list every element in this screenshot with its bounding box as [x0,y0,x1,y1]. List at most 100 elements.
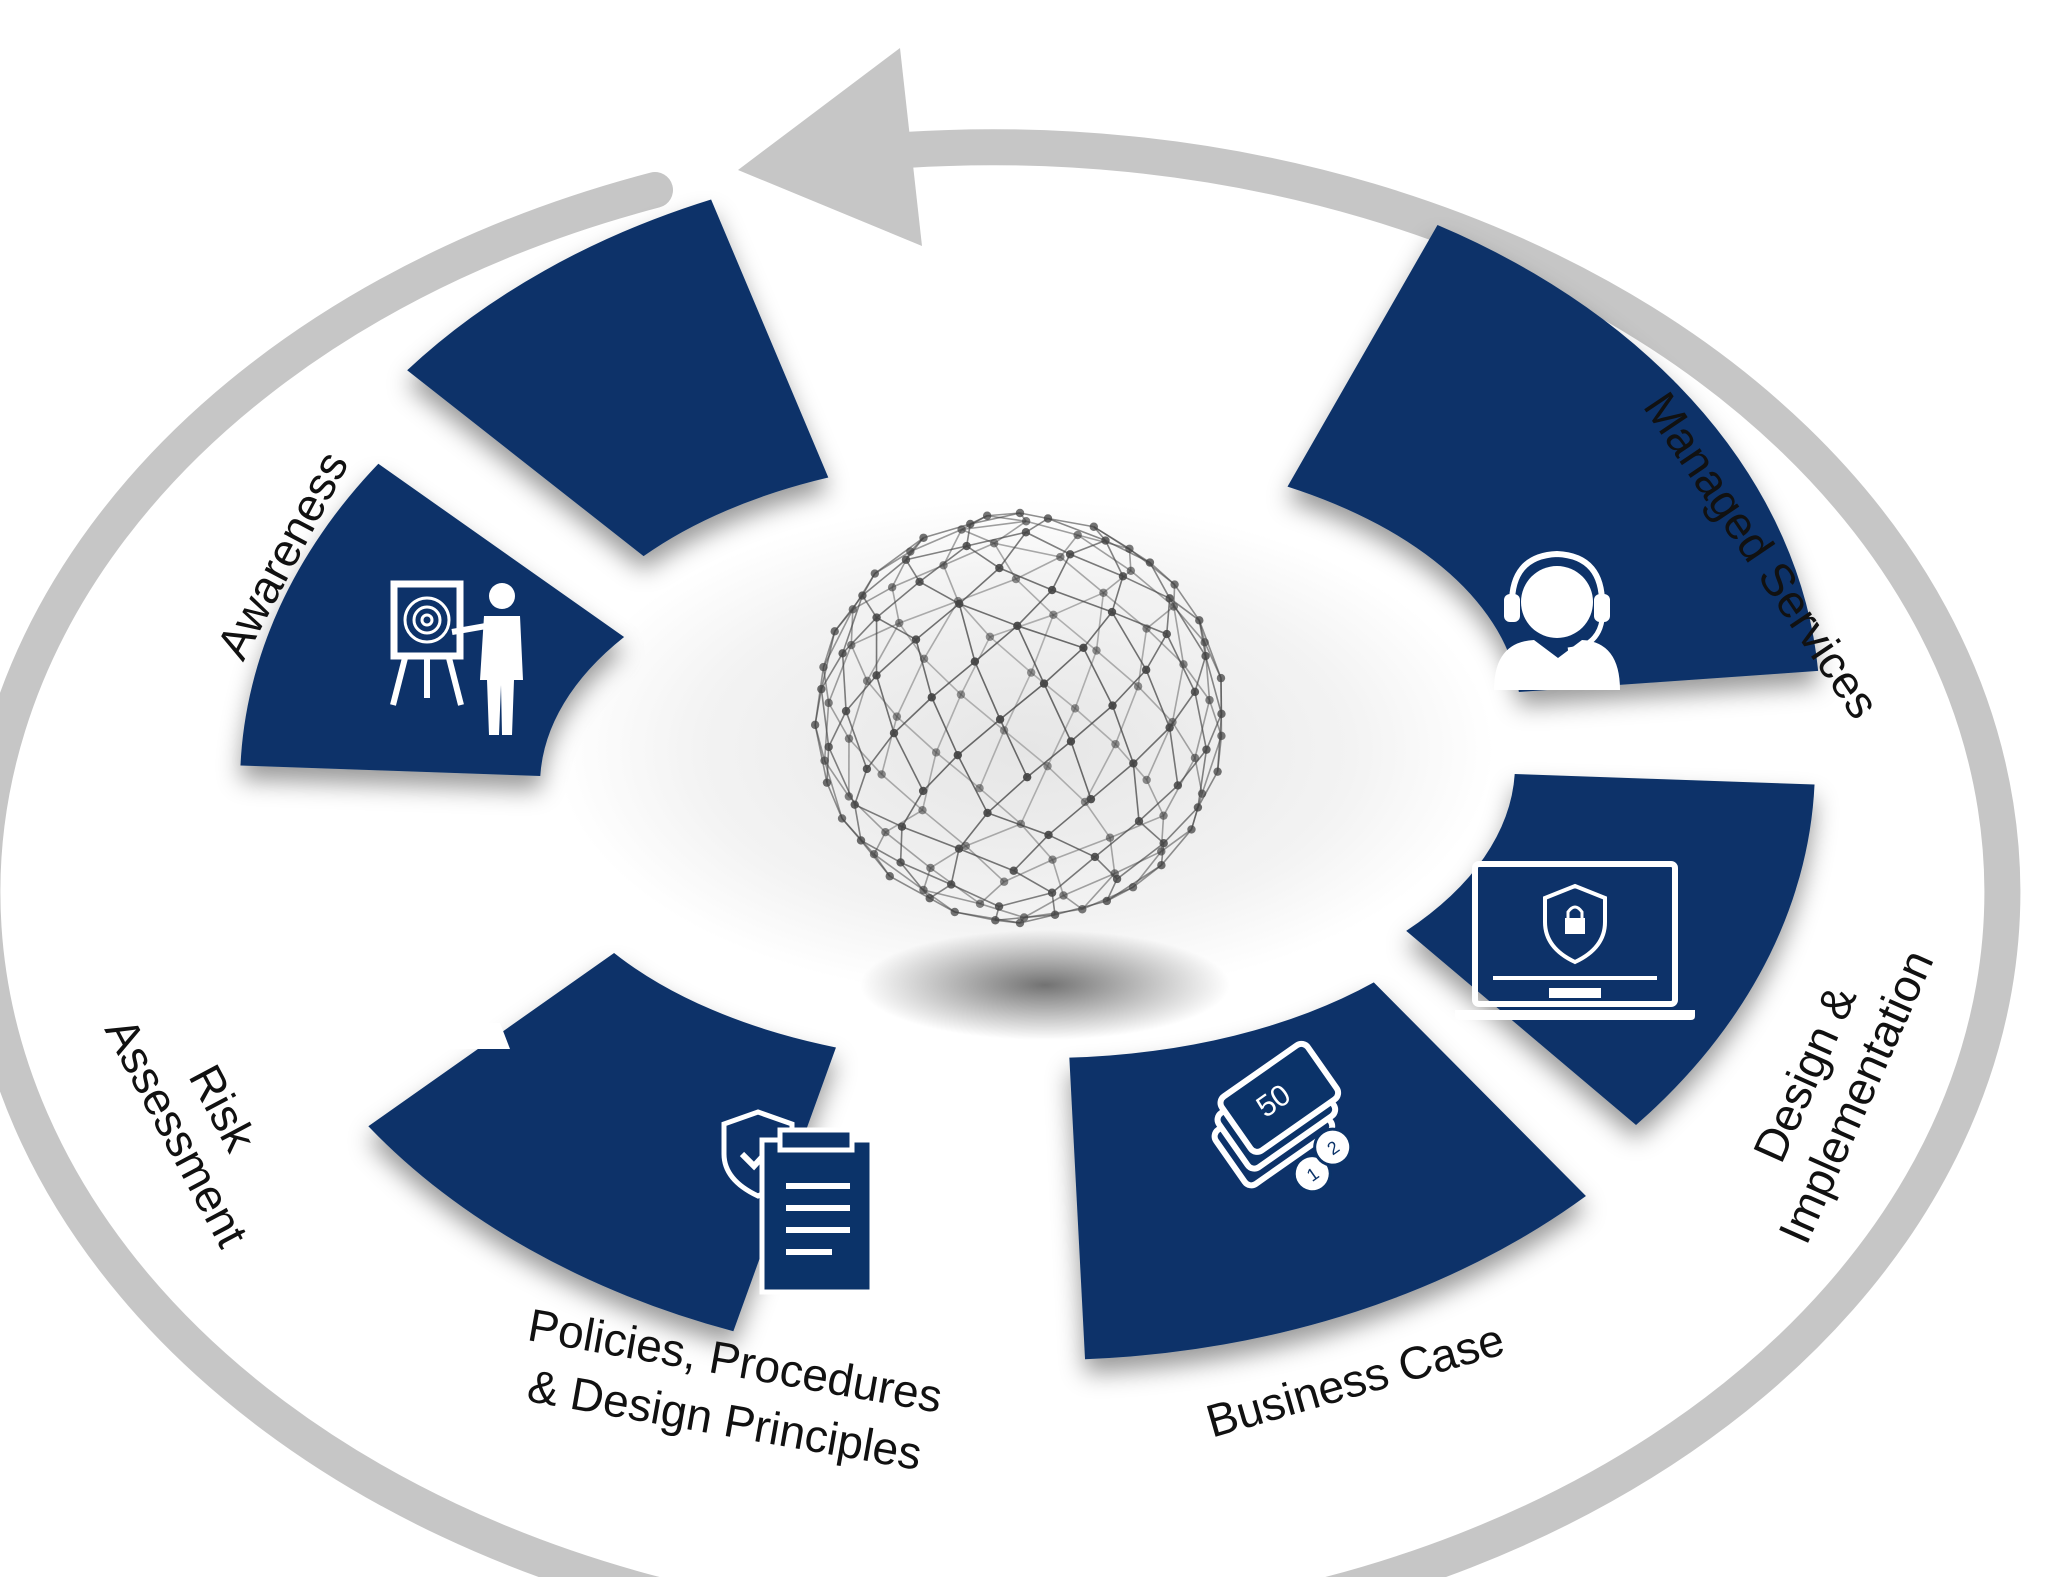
globe-node [1133,682,1143,691]
globe-link [1020,765,1049,825]
risk-key-letter: I [432,896,438,921]
globe-node [862,676,872,686]
globe-node [844,734,854,743]
globe-link [978,730,1005,789]
globe-link [1194,691,1208,750]
globe-link [921,809,967,847]
risk-key [416,891,454,925]
globe-link [1177,749,1208,786]
globe-link [1122,575,1171,600]
globe-node [1015,508,1025,518]
globe-link [1145,669,1171,728]
globe-node [858,591,867,600]
globe-link [881,773,924,811]
globe-link [1017,625,1084,649]
globe-link [993,520,1027,544]
globe-link [923,658,962,696]
globe-link [1146,605,1175,630]
globe-link [822,631,836,668]
globe-link [1019,913,1056,924]
globe-link [884,831,931,869]
globe-node [962,541,971,551]
globe-node [982,511,992,520]
globe-node [931,748,941,757]
globe-link [1173,606,1185,665]
globe-link [845,674,878,712]
globe-node [919,885,928,895]
globe-node [970,657,980,666]
globe-link [966,545,1000,569]
globe-link [814,666,825,725]
globe-link [898,600,959,624]
globe-node [897,822,907,831]
globe-node [856,836,866,845]
globe-link [1111,576,1124,613]
globe-node [1141,665,1151,675]
globe-link [860,839,891,877]
globe-link [966,531,1027,547]
globe-link [929,883,952,899]
globe-link [1074,707,1116,745]
globe-link [1015,578,1054,616]
globe-link [1053,592,1104,616]
globe-node [1157,861,1166,870]
globe-node [872,671,881,680]
globe-link [1194,757,1203,794]
globe-link [876,616,917,641]
globe-node [1043,514,1053,523]
globe-link [979,787,1022,825]
globe-link [1132,864,1162,888]
risk-key [464,891,502,925]
risk-key-letter: S [476,896,491,921]
globe-node [1187,825,1196,834]
globe-link [974,625,1018,663]
globe-link [1051,856,1096,894]
globe-link [1015,556,1061,580]
globe-link [891,587,901,624]
globe-link [942,529,963,566]
globe-node [1165,594,1174,603]
globe-link [900,861,952,886]
globe-link [1132,850,1162,888]
globe-node [885,872,894,881]
globe-node [1044,830,1053,840]
globe-node [1050,910,1060,919]
globe-link [1111,705,1135,764]
globe-node [1217,731,1226,741]
globe-node [953,596,963,606]
globe-link [1046,765,1086,803]
network-globe-icon [810,508,1226,928]
globe-node [862,764,872,774]
globe-node [817,684,826,694]
globe-node [881,827,890,837]
globe-link [965,845,1005,883]
globe-link [826,746,830,783]
globe-node [1126,566,1136,575]
globe-node [1193,803,1203,812]
globe-link [834,608,854,632]
globe-link [1048,834,1096,858]
globe-node [1170,580,1179,589]
globe-node [810,720,820,730]
globe-link [1114,686,1139,745]
globe-link [1197,749,1208,808]
globe-node [954,844,964,853]
globe-node [983,808,992,818]
globe-node [1142,775,1151,785]
globe-link [1132,763,1140,822]
globe-node [927,693,936,702]
globe-link [1145,721,1174,781]
globe-link [1182,663,1211,701]
globe-link [1208,699,1223,737]
globe-node [1179,660,1188,669]
globe-node [1101,536,1110,545]
globe-link [1047,517,1094,528]
globe-link [1145,779,1165,817]
globe-link [979,881,1005,905]
globe-node [1021,517,1031,526]
globe-node [919,654,929,664]
globe-link [1019,512,1049,520]
globe-node [961,841,970,851]
globe-link [873,853,924,891]
globe-link [1074,650,1098,709]
